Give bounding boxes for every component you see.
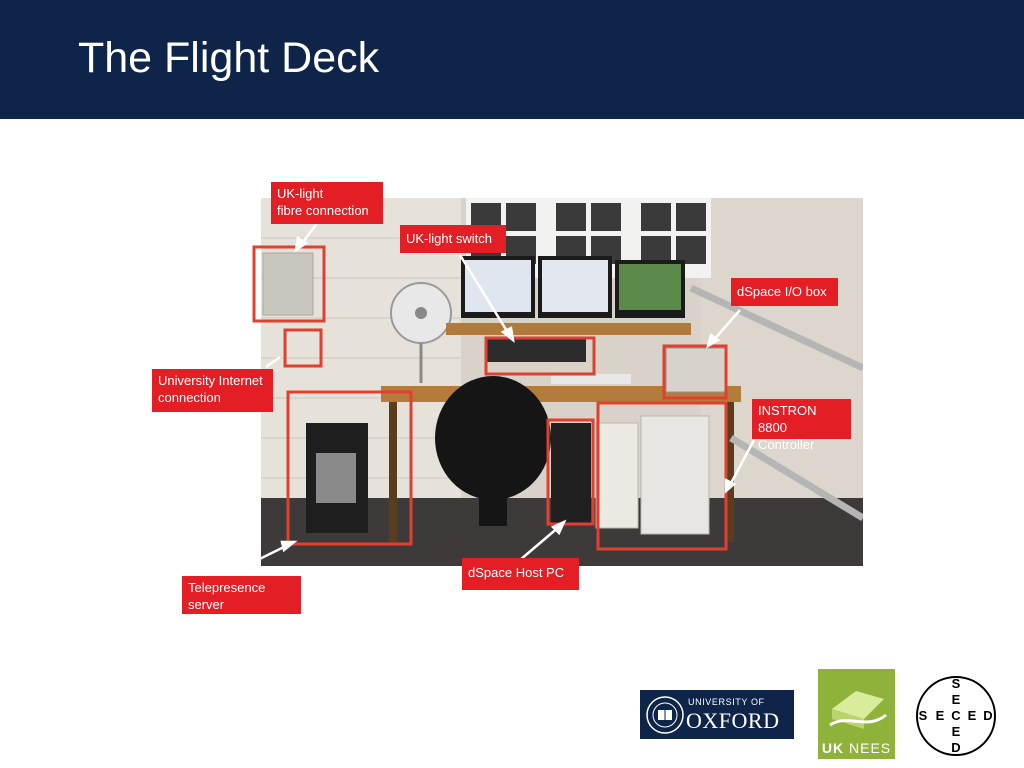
seced-h-2: E: [935, 708, 945, 723]
seced-logo: S E E D S E C E D: [915, 675, 997, 757]
fibre-connection-box: [252, 245, 326, 323]
oxford-logo-line2: OXFORD: [686, 708, 780, 733]
oxford-crest-icon: [646, 696, 684, 734]
dspace-io-box-outline: [662, 344, 728, 400]
callout-dspace-io-text: dSpace I/O box: [737, 284, 827, 299]
slide-title: The Flight Deck: [78, 34, 380, 82]
uklight-switch-box: [484, 336, 596, 376]
uknees-logo-uk: UK: [821, 740, 845, 756]
callout-instron: INSTRON 8800 Controller: [752, 399, 851, 452]
uknees-emblem-icon: [829, 691, 887, 729]
seced-h-1: S: [918, 708, 928, 723]
seced-v-5: D: [951, 740, 961, 755]
callout-dspace-host: dSpace Host PC: [462, 558, 579, 590]
callout-telepresence-line1: Telepresence: [188, 580, 266, 595]
seced-v-2: E: [951, 692, 961, 707]
callout-telepresence: Telepresence server: [182, 576, 301, 614]
callout-university-internet-line1: University Internet: [158, 373, 263, 388]
seced-h-4: E: [967, 708, 977, 723]
callout-uklight-switch-text: UK-light switch: [406, 231, 492, 246]
callout-instron-line1: INSTRON 8800: [758, 403, 817, 435]
internet-connection-box: [283, 328, 323, 368]
uknees-logo: UK NEES: [818, 669, 895, 759]
oxford-logo-line1: UNIVERSITY OF: [688, 697, 765, 707]
telepresence-server-box: [286, 390, 413, 546]
callout-university-internet-line2: connection: [158, 390, 221, 405]
seced-h-5: D: [983, 708, 993, 723]
seced-h-3: C: [951, 708, 961, 723]
callout-telepresence-line2: server: [188, 597, 225, 612]
seced-v-4: E: [951, 724, 961, 739]
callout-uklight-fibre-line2: fibre connection: [277, 203, 369, 218]
callout-uklight-fibre-line1: UK-light: [277, 186, 324, 201]
oxford-logo: UNIVERSITY OF OXFORD: [640, 690, 794, 739]
slide-header: The Flight Deck: [0, 0, 1024, 119]
seced-v-1: S: [951, 676, 961, 691]
callout-instron-line2: Controller: [758, 437, 815, 452]
callout-dspace-host-text: dSpace Host PC: [468, 565, 565, 580]
callout-university-internet: University Internet connection: [152, 369, 273, 412]
instron-controller-box: [596, 401, 728, 551]
callout-uklight-fibre: UK-light fibre connection: [271, 182, 383, 224]
seced-circle-icon: [916, 676, 996, 756]
callout-uklight-switch: UK-light switch: [400, 225, 506, 253]
flight-deck-photo: [261, 198, 863, 566]
callout-dspace-io: dSpace I/O box: [731, 278, 838, 306]
dspace-host-box: [546, 418, 595, 526]
uknees-logo-text: UK NEES: [818, 740, 895, 756]
uknees-logo-nees: NEES: [844, 740, 892, 756]
flight-deck-illustration: [261, 198, 863, 566]
